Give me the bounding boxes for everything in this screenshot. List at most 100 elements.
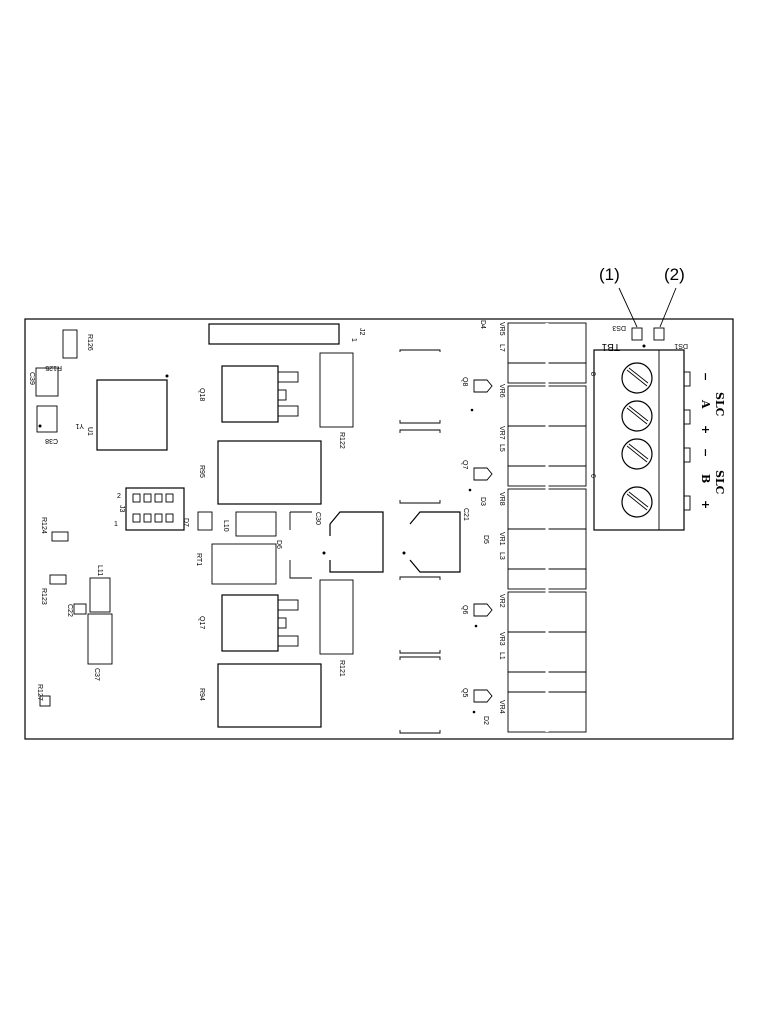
label-l10: L10 — [222, 520, 229, 532]
label-l8: 8 — [589, 372, 596, 376]
tb1-wire-entries — [683, 371, 691, 511]
q17-tab-3 — [277, 635, 299, 647]
c21-dot — [402, 551, 406, 555]
label-q6: Q6 — [461, 605, 468, 614]
label-d6: D6 — [275, 540, 282, 549]
r95-footprint — [217, 440, 322, 505]
callout-1: (1) — [599, 265, 620, 284]
r94-footprint — [217, 663, 322, 728]
terminal-plus-b: + — [699, 500, 712, 509]
label-vr3: VR3 — [498, 632, 505, 646]
label-c22: C22 — [66, 604, 73, 617]
board-outline — [24, 318, 734, 740]
label-vr6: VR6 — [498, 384, 505, 398]
q17-tab-2 — [277, 617, 287, 629]
c30-dot — [322, 551, 326, 555]
label-c38: C38 — [45, 437, 58, 444]
fet-q7-outline — [399, 429, 441, 504]
label-r95: R95 — [198, 465, 205, 478]
label-r124: R124 — [40, 517, 47, 534]
c30-outline-left — [289, 511, 312, 579]
label-c30: C30 — [314, 512, 321, 525]
d7-footprint — [197, 511, 213, 531]
label-q8: Q8 — [461, 377, 468, 386]
terminal-plus-a: + — [699, 425, 712, 434]
label-c21: C21 — [462, 508, 469, 521]
label-u1: U1 — [86, 427, 93, 436]
tb1-body — [593, 349, 685, 531]
q18-footprint — [221, 365, 279, 423]
q17-tab-1 — [277, 599, 299, 611]
c30-outline — [329, 511, 384, 573]
q17-footprint — [221, 594, 279, 652]
terminal-minus-a: − — [699, 372, 712, 381]
label-y1: Y1 — [75, 422, 84, 429]
label-j2: J2 — [358, 328, 365, 336]
tb1-screws — [621, 362, 653, 518]
label-d2: D2 — [482, 716, 489, 725]
terminal-minus-b: − — [699, 448, 712, 457]
label-vr8: VR8 — [498, 492, 505, 506]
vr-column — [507, 322, 587, 733]
terminal-slc-a: SLC — [713, 392, 726, 417]
label-vr2: VR2 — [498, 594, 505, 608]
label-r125: R125 — [45, 364, 62, 371]
callout-2: (2) — [664, 265, 685, 284]
label-l6: 6 — [589, 474, 596, 478]
r121-footprint — [319, 579, 354, 655]
c37-footprint — [87, 613, 113, 665]
fet-q6-outline — [399, 576, 441, 654]
label-r123: R123 — [40, 588, 47, 605]
callout-2-leader — [659, 287, 677, 328]
c38-footprint — [36, 405, 58, 433]
r126-footprint — [62, 329, 78, 359]
label-ds3: DS3 — [612, 324, 626, 331]
label-q17: Q17 — [198, 616, 205, 629]
u1-pin1-dot — [165, 374, 169, 378]
label-d3: D3 — [479, 497, 486, 506]
q18-tab-1 — [277, 371, 299, 383]
label-vr1: VR1 — [498, 532, 505, 546]
label-d7: D7 — [182, 518, 189, 527]
r124-footprint — [51, 531, 69, 542]
label-l1: L1 — [498, 652, 505, 660]
terminal-a: A — [699, 399, 712, 409]
r123-footprint — [49, 574, 67, 585]
c38-pin1-dot — [38, 424, 42, 428]
label-r94: R94 — [198, 688, 205, 701]
label-j3: J3 — [118, 505, 125, 513]
terminal-b: B — [699, 474, 712, 483]
label-c39: C39 — [28, 372, 35, 385]
j3-pins — [132, 493, 174, 523]
diode-outlines — [468, 379, 493, 714]
q18-tab-2 — [277, 389, 287, 401]
r127-footprint — [39, 695, 51, 707]
label-r126: R126 — [86, 334, 93, 351]
label-d4: D4 — [479, 320, 486, 329]
label-l5: L5 — [498, 444, 505, 452]
label-j3-pin1: 1 — [114, 521, 118, 528]
label-c37: C37 — [93, 668, 100, 681]
l11-footprint — [89, 577, 111, 613]
j2-footprint — [208, 323, 340, 345]
q18-tab-3 — [277, 405, 299, 417]
rt1-footprint — [211, 543, 277, 585]
label-j3-pin2: 2 — [117, 493, 121, 500]
label-vr5: VR5 — [498, 322, 505, 336]
callout-1-leader — [618, 287, 638, 328]
label-vr4: VR4 — [498, 700, 505, 714]
label-q7: Q7 — [461, 460, 468, 469]
terminal-slc-b: SLC — [713, 470, 726, 495]
l10-footprint — [235, 511, 277, 537]
ds3-dot — [642, 344, 646, 348]
label-tb1: TB1 — [601, 341, 620, 352]
label-r122: R122 — [338, 432, 345, 449]
label-l11: L11 — [96, 565, 103, 576]
label-r121: R121 — [338, 660, 345, 677]
label-q18: Q18 — [198, 388, 205, 401]
label-l7: L7 — [498, 344, 505, 352]
r122-footprint — [319, 352, 354, 428]
ds1-led — [653, 327, 665, 341]
j3-footprint — [125, 487, 185, 531]
